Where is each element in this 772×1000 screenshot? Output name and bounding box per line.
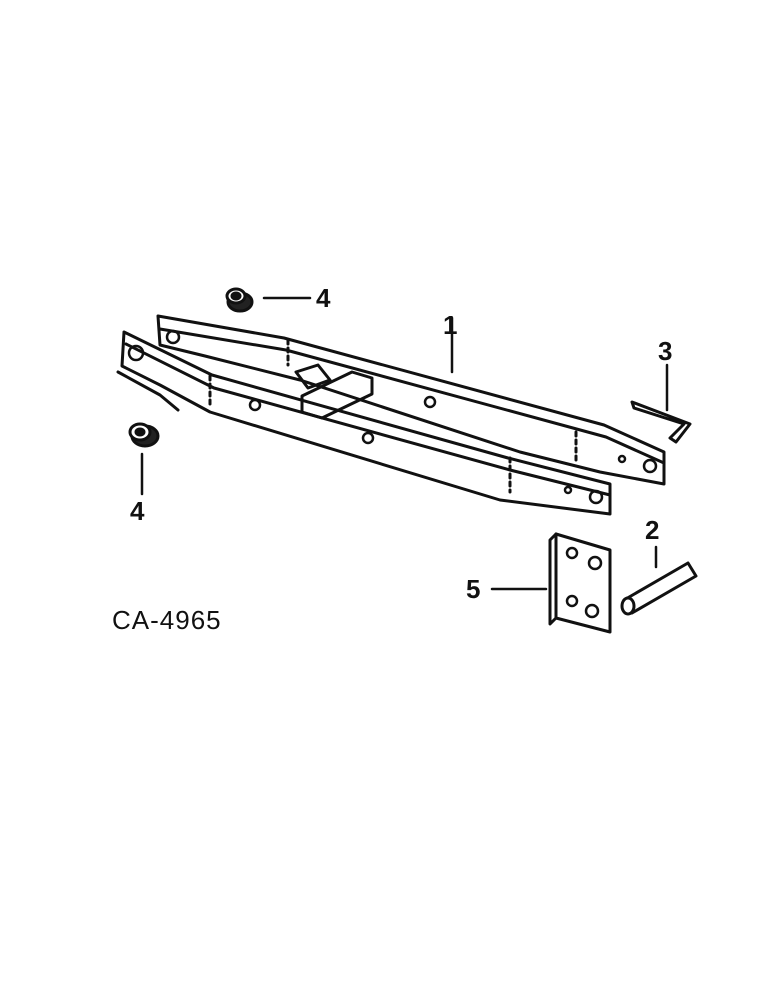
drawbar-hole xyxy=(423,395,437,409)
drawbar-front-bar xyxy=(120,330,612,516)
callout-5: 5 xyxy=(466,574,481,604)
drawbar-hole xyxy=(642,458,658,474)
callout-4-bottom: 4 xyxy=(130,496,145,526)
drawbar-cross-brace xyxy=(294,363,332,390)
drawbar-cross-member xyxy=(300,370,374,420)
drawbar-hole xyxy=(361,431,375,445)
drawbar-tongue xyxy=(116,370,180,412)
pin-icon xyxy=(620,561,698,616)
drawbar-hole xyxy=(563,485,573,495)
clip-icon xyxy=(630,400,692,444)
drawbar-hole xyxy=(165,329,181,345)
callout-1: 1 xyxy=(443,310,458,340)
callout-4-top: 4 xyxy=(316,283,331,313)
bushing-top-icon xyxy=(225,287,254,313)
bushing-bottom-icon xyxy=(128,422,160,448)
drawbar-hole xyxy=(617,454,627,464)
drawbar-rear-bar-edge xyxy=(158,327,666,465)
callout-2: 2 xyxy=(645,515,660,545)
drawbar-rear-bar xyxy=(156,314,666,486)
callout-3: 3 xyxy=(658,336,673,366)
drawbar-hole xyxy=(248,398,262,412)
drawbar-front-bar-edge xyxy=(124,342,612,497)
drawbar-hole xyxy=(588,489,604,505)
drawbar-hole xyxy=(127,344,145,362)
plate-icon xyxy=(548,532,612,634)
figure-code: CA-4965 xyxy=(112,605,222,635)
